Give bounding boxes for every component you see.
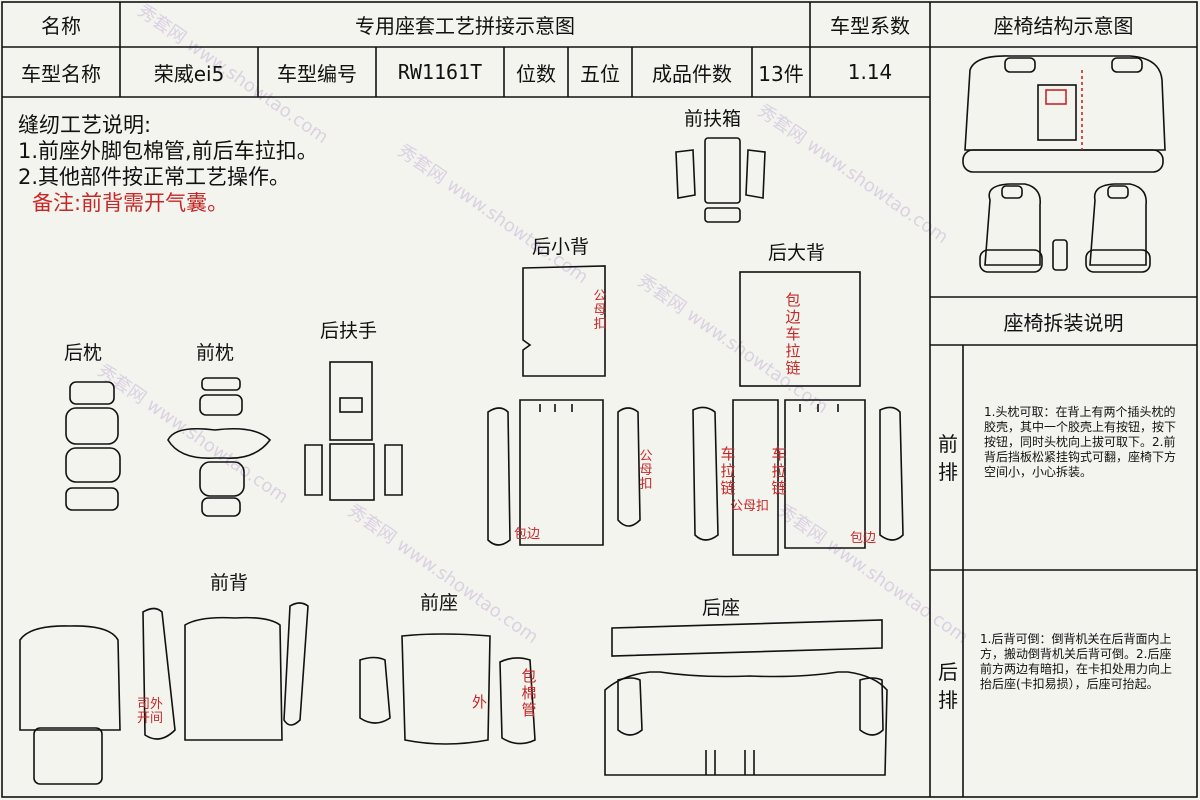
model-code-label: 车型编号 [277, 61, 357, 86]
page-title: 专用座套工艺拼接示意图 [355, 14, 575, 38]
notes-line-2: 2.其他部件按正常工艺操作。 [18, 165, 291, 189]
label-front-back: 前背 [210, 572, 249, 594]
front-row-label: 前排 [938, 432, 958, 484]
label-rear-armrest: 后扶手 [320, 320, 378, 342]
disassembly-title: 座椅拆装说明 [1003, 310, 1124, 335]
seats-label: 位数 [516, 61, 556, 86]
mark-snap: 公母扣 [639, 449, 653, 492]
label-rear-big-back: 后大背 [768, 242, 826, 264]
model-name-label: 车型名称 [21, 61, 101, 86]
coef-value: 1.14 [847, 60, 893, 84]
notes-line-1: 1.前座外脚包棉管,前后车拉扣。 [18, 139, 318, 163]
pieces-value: 13件 [758, 61, 804, 86]
model-code-value: RW1161T [397, 60, 483, 84]
seats-value: 五位 [580, 61, 620, 86]
mark-wrap-edge: 包边 [514, 527, 541, 542]
label-rear-pillow: 后枕 [64, 342, 103, 364]
structure-label: 座椅结构示意图 [993, 14, 1134, 38]
mark-wrap-tube: 包棉管 [521, 667, 537, 719]
rear-bench-sketch [962, 55, 1166, 173]
mark-wrap-zip: 包边车拉链 [785, 291, 801, 377]
model-name-value: 荣威ei5 [153, 61, 225, 86]
rear-small-back-pieces [487, 265, 641, 546]
front-row-text: 1.头枕可取：在背上有两个插头枕的胶壳，其中一个胶壳上有按钮，按下按钮，同时头枕… [984, 405, 1177, 479]
front-pillow-pieces [167, 377, 272, 517]
rear-row-text: 1.后背可倒：倒背机关在后背面内上方，搬动倒背机关后背可倒。2.后座前方两边有暗… [980, 632, 1173, 691]
label-front-armrest-box: 前扶箱 [684, 108, 742, 130]
front-seat-sketch-left [979, 183, 1043, 273]
mark-side-gap: 司外开间 [136, 697, 163, 726]
mark-zip: 车拉链 [771, 445, 787, 497]
rear-pillow-pieces [65, 381, 121, 511]
label-rear-small-back: 后小背 [532, 236, 590, 258]
rear-seat-pieces [604, 619, 888, 776]
label-rear-seat: 后座 [702, 597, 741, 619]
pieces-label: 成品件数 [652, 61, 732, 86]
front-seat-sketch-right [1085, 183, 1151, 273]
rear-armrest-pieces [304, 361, 403, 501]
rear-row-label: 后排 [938, 660, 958, 712]
mark-snap-horizontal: 公母扣 [730, 499, 770, 514]
mark-snap: 公母扣 [593, 289, 607, 332]
notes-remark: 备注:前背需开气囊。 [32, 191, 229, 215]
mark-zip: 车拉链 [720, 445, 736, 497]
front-seat-pieces [359, 633, 536, 745]
front-armrest-box-pieces [675, 137, 766, 223]
notes-title: 缝纫工艺说明: [18, 113, 152, 137]
coef-label: 车型系数 [830, 14, 910, 38]
name-label: 名称 [41, 14, 81, 38]
label-front-pillow: 前枕 [196, 342, 235, 364]
armrest-sketch [1052, 239, 1068, 271]
mark-outer: 外 [472, 693, 488, 711]
front-back-pieces [19, 602, 309, 785]
rear-big-back-pieces [692, 271, 904, 556]
sewing-notes: 缝纫工艺说明: 1.前座外脚包棉管,前后车拉扣。 2.其他部件按正常工艺操作。 … [18, 112, 318, 216]
label-front-seat: 前座 [420, 592, 459, 614]
mark-wrap-edge: 包边 [850, 531, 877, 546]
